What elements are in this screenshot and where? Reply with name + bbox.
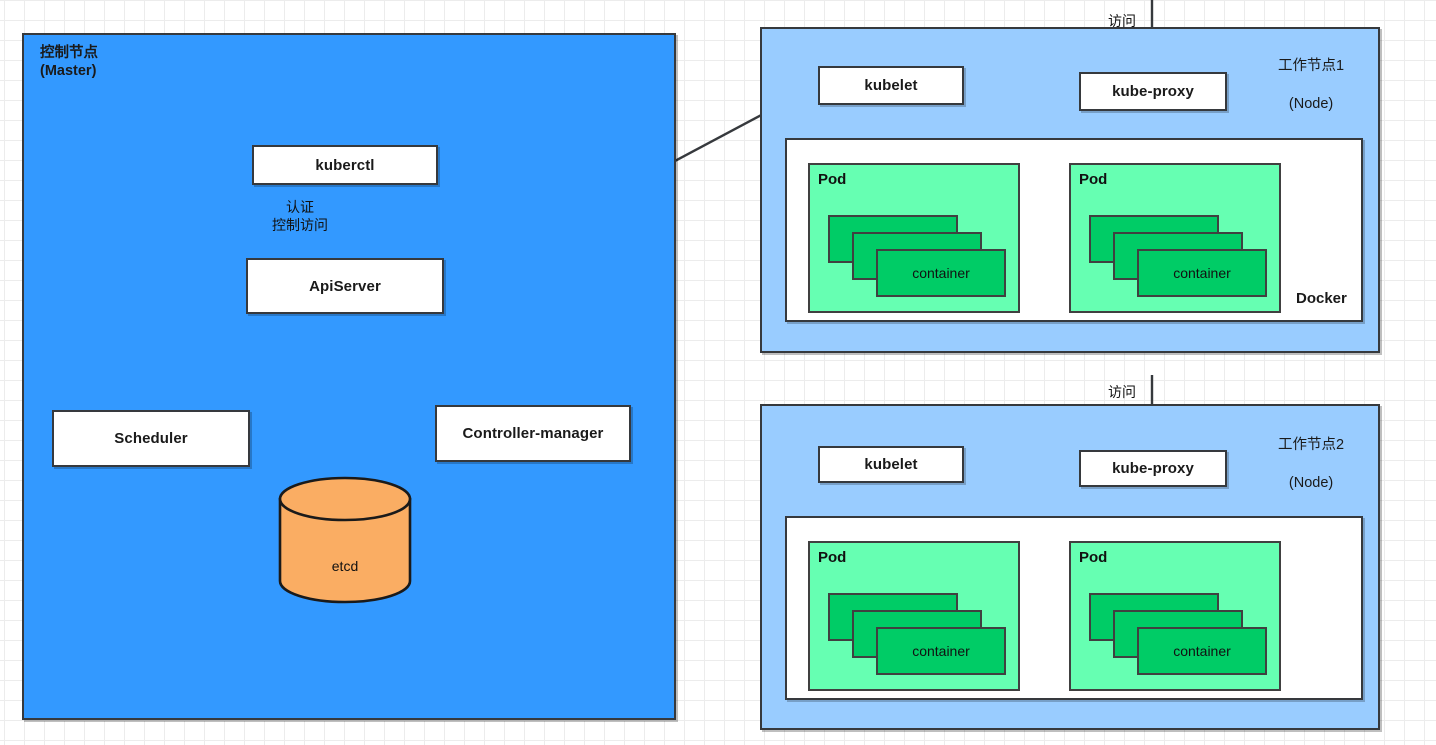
kube-proxy-box-node-1[interactable]: kube-proxy [1079,72,1227,111]
access-label-node-2: 访问 [1108,384,1136,400]
pod-title: Pod [1079,549,1108,566]
container-box[interactable]: container [1137,249,1267,297]
worker-node-2-kind: (Node) [1288,475,1334,492]
access-label-node-1: 访问 [1108,13,1136,29]
pod-title: Pod [818,171,847,188]
kuberctl-box[interactable]: kuberctl [252,145,438,185]
worker-node-1-name: 工作节点1 [1278,58,1345,75]
etcd-cylinder[interactable]: etcd [278,476,412,604]
worker-node-2-name: 工作节点2 [1278,437,1345,454]
etcd-cylinder-shape [278,476,412,604]
docker-runtime-label-node-1: Docker [1296,290,1347,307]
scheduler-box[interactable]: Scheduler [52,410,250,467]
kubelet-box-node-1[interactable]: kubelet [818,66,964,105]
worker-node-2-label: 工作节点2 (Node) [1248,417,1358,513]
auth-access-control-label: 认证控制访问 [272,199,328,234]
pod-title: Pod [1079,171,1108,188]
apiserver-box[interactable]: ApiServer [246,258,444,314]
kubelet-box-node-2[interactable]: kubelet [818,446,964,483]
pod-box[interactable]: Pod container [1069,541,1281,691]
container-box[interactable]: container [1137,627,1267,675]
master-region [22,33,676,720]
pod-box[interactable]: Pod container [1069,163,1281,313]
controller-manager-box[interactable]: Controller-manager [435,405,631,462]
container-box[interactable]: container [876,249,1006,297]
pod-box[interactable]: Pod container [808,541,1020,691]
pod-box[interactable]: Pod container [808,163,1020,313]
master-region-sublabel: (Master) [40,63,97,79]
worker-node-1-kind: (Node) [1288,96,1334,113]
kube-proxy-box-node-2[interactable]: kube-proxy [1079,450,1227,487]
worker-node-1-label: 工作节点1 (Node) [1248,38,1358,134]
etcd-label: etcd [331,558,359,574]
master-region-label: 控制节点 [40,45,98,61]
container-box[interactable]: container [876,627,1006,675]
pod-title: Pod [818,549,847,566]
